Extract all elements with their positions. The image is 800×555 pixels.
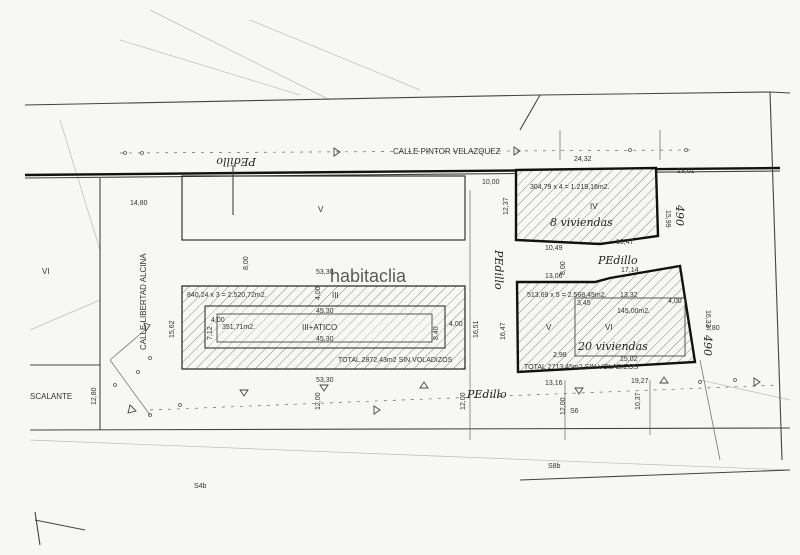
dimension-label: 13,32 [620,292,638,299]
block-iii-label: III [332,291,339,300]
sector-s8b: S8b [548,463,561,470]
dimension-label: 19,47 [616,239,634,246]
background-lines [29,9,791,471]
dimension-label: 10,00 [482,179,500,186]
block-iii-atico-label: III+ATICO [302,323,337,332]
number-490-top: 490 [673,204,686,226]
block-vi-right-label: VI [605,323,613,332]
pedillo-top-note: PEdillo [216,155,257,168]
block-iii-atico-area: 351,71m2. [222,324,255,331]
street-arrows [127,146,761,415]
dimension-label: 53,30 [316,377,334,384]
block-iv-calc: 304,79 x 4 = 1.219,16m2. [530,184,610,191]
dimension-label: 9,80 [706,325,720,332]
dimension-label: 53,30 [316,269,334,276]
block-v-vi-total: TOTAL 2713,45m2 SIN VOLADIZOS [524,364,639,371]
dimension-label: 4,00 [449,321,463,328]
dimension-label: 12,80 [91,387,98,405]
pedillo-mid-note: PEdillo [492,249,505,290]
dimension-label: 15,62 [169,320,176,338]
dimension-label: 8,40 [433,326,440,340]
block-v-top [181,175,466,241]
dimension-label: 16,51 [473,320,480,338]
block-iii-atico [204,305,446,349]
dimension-label: 12,00 [460,392,467,410]
dimension-label: 13,16 [545,380,563,387]
block-v-top-label: V [318,205,324,214]
pedillo-bottom-note: PEdillo [466,388,507,401]
dimension-label: 7,12 [207,326,214,340]
dimension-label: 4,00 [668,298,682,305]
dimension-label: 45,30 [316,308,334,315]
dimension-label: 8,00 [243,256,250,270]
block-iii [181,285,466,370]
block-v-right-label: V [546,323,552,332]
block-vi-left-label: VI [42,267,50,276]
watermark: habitaclia [330,266,407,286]
number-490-bottom: 490 [701,334,714,356]
dimension-label: 2,98 [553,352,567,359]
pedillo-right-note: PEdillo [597,254,638,267]
dimension-label: 12,37 [503,197,510,215]
dimension-label: 12,00 [315,392,322,410]
block-v-vi-extra: 145,00m2. [617,308,650,315]
block-iii-calc: 840,24 x 3 = 2.520,72m2. [187,292,267,299]
street-libertad-alcina: CALLE LIBERTAD ALCINA [139,253,148,350]
sector-s6: S6 [570,408,579,415]
dimension-label: 13,01 [677,168,695,175]
dimension-label: 10,49 [545,245,563,252]
dimension-label: 14,80 [130,200,148,207]
dimension-label: 4,00 [211,317,225,324]
survey-points [113,148,737,417]
dimension-label: 15,02 [620,356,638,363]
block-iv-label: IV [590,202,598,211]
dimension-label: 45,30 [316,336,334,343]
viviendas-8-note: 8 viviendas [550,216,613,229]
dimension-label: 8,00 [560,261,567,275]
dimension-label: 4,00 [315,286,322,300]
dimension-label: 17,14 [621,267,639,274]
block-iii-total: TOTAL 2872,43m2 SIN VOLADIZOS [338,357,453,364]
dimension-label: 24,32 [574,156,592,163]
block-iv [515,167,659,245]
dimension-label: 13,06 [545,273,563,280]
dimension-label: 19,27 [631,378,649,385]
street-escalante: SCALANTE [30,392,72,401]
block-v-vi-calc: 513,69 x 5 = 2.568,45m2. [527,292,607,299]
dimension-label: 10,37 [635,392,642,410]
dimension-label: 16,47 [500,322,507,340]
street-axis [119,149,781,411]
street-pintor-velazquez: CALLE PINTOR VELAZQUEZ [393,147,501,156]
viviendas-20-note: 20 viviendas [577,340,648,353]
dimension-label: 15,99 [664,210,671,228]
dimension-label: 12,00 [560,397,567,415]
dimension-label: 16,33 [704,310,711,328]
sector-s4b: S4b [194,483,207,490]
dimensions: 14,80 10,00 24,32 13,01 12,37 15,99 10,4… [91,156,720,415]
site-boundaries [24,91,791,546]
dimension-label: 3,45 [577,300,591,307]
